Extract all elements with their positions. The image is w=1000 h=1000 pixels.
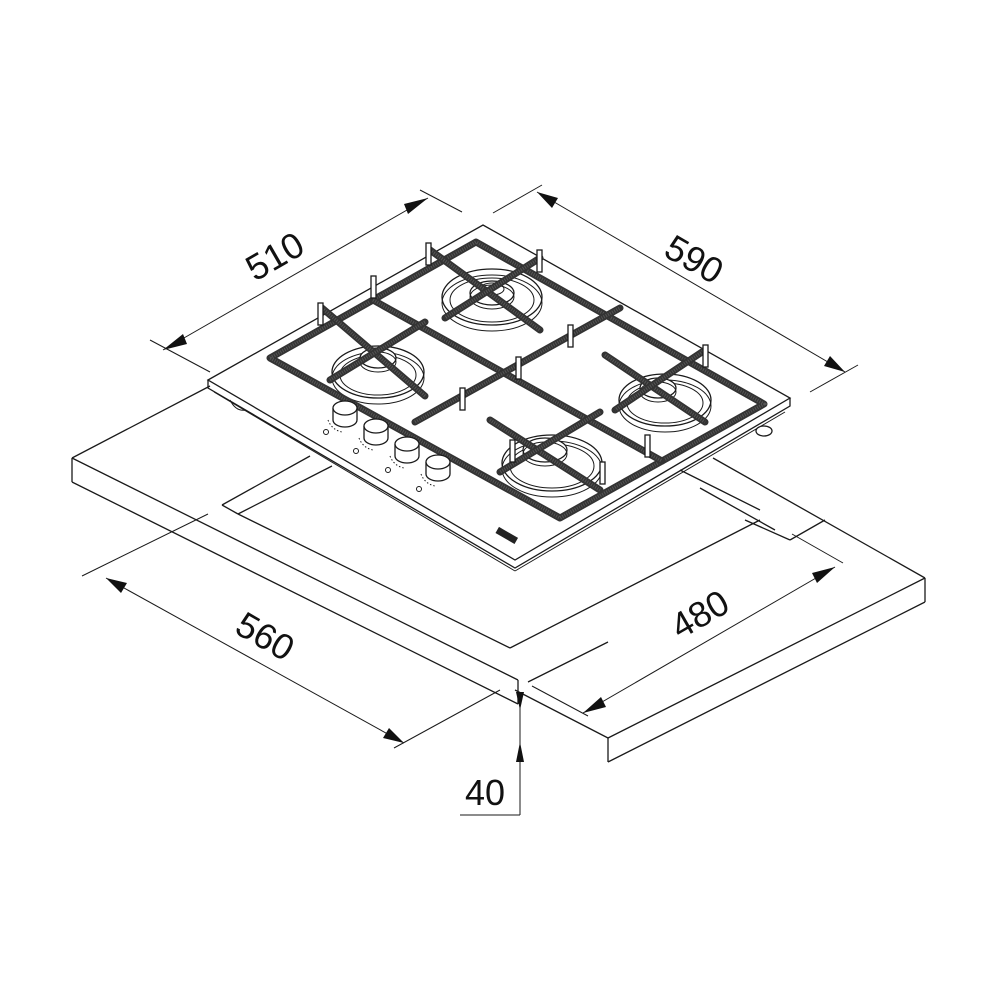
brand-badge — [495, 526, 519, 544]
hob — [206, 224, 792, 572]
label-40: 40 — [465, 772, 505, 813]
knob-3[interactable] — [385, 436, 420, 473]
label-560: 560 — [229, 603, 302, 669]
label-590: 590 — [658, 226, 731, 292]
dimension-worktop-thickness: 40 — [460, 692, 524, 816]
knob-4[interactable] — [416, 454, 451, 492]
dimension-cutout-depth: 480 — [531, 533, 844, 717]
label-510: 510 — [239, 223, 312, 289]
pan-supports — [266, 238, 768, 522]
label-480: 480 — [664, 581, 737, 647]
countertop — [71, 385, 926, 763]
knob-2[interactable] — [353, 418, 389, 454]
dimension-cutout-width: 560 — [81, 513, 501, 749]
knob-1[interactable] — [323, 400, 358, 435]
